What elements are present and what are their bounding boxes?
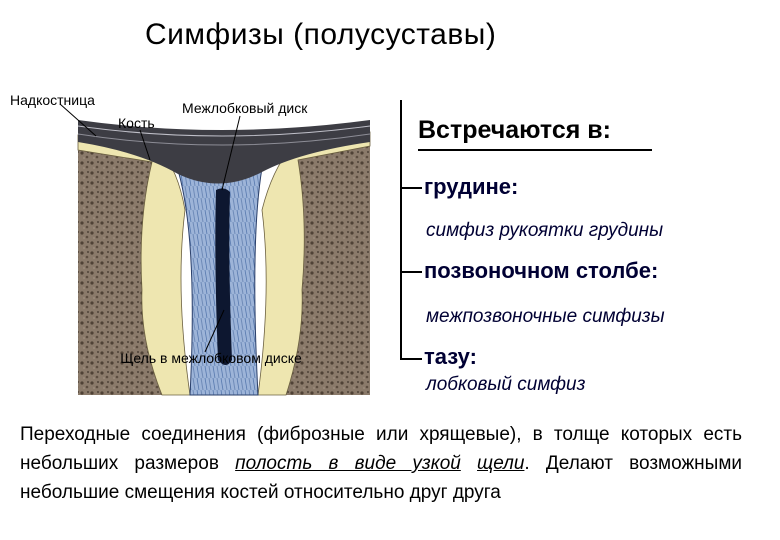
left-cartilage xyxy=(77,134,191,396)
heading-underline xyxy=(418,149,652,151)
example-pelvis: лобковый симфиз xyxy=(426,374,586,395)
occurrence-panel: Встречаются в: грудине: симфиз рукоятки … xyxy=(380,100,780,410)
symphysis-illustration: Надкостница Кость Межлобковый диск Щель … xyxy=(0,90,380,400)
example-spine: межпозвоночные симфизы xyxy=(426,306,665,327)
description-cavity: полость в виде узкой xyxy=(235,453,461,474)
periosteum-band xyxy=(78,120,370,184)
label-bone: Кость xyxy=(118,115,155,131)
occurrence-heading: Встречаются в: xyxy=(418,116,611,144)
tree-branch-2 xyxy=(400,271,422,273)
tree-branch-3 xyxy=(400,358,422,360)
symphysis-diagram xyxy=(59,103,371,396)
location-pelvis: тазу: xyxy=(424,344,477,369)
location-spine: позвоночном столбе: xyxy=(424,258,659,283)
cleft xyxy=(215,188,232,365)
description-paragraph: Переходные соединения (фиброзные или хря… xyxy=(20,420,742,507)
location-sternum: грудине: xyxy=(424,174,519,199)
right-cartilage xyxy=(257,131,371,396)
description-text-1: Переходные соединения (фиброзные или хря… xyxy=(20,424,742,474)
description-text-2: . Делают возможными небольшие смещения к… xyxy=(20,453,742,503)
label-gap: Щель в межлобковом диске xyxy=(120,350,302,366)
tree-vertical-line xyxy=(400,100,402,360)
example-sternum: симфиз рукоятки грудины xyxy=(426,220,664,241)
page-title: Симфизы (полусуставы) xyxy=(145,18,497,51)
label-disc: Межлобковый диск xyxy=(182,100,308,116)
tree-branch-1 xyxy=(400,187,422,189)
description-cleft: щели xyxy=(477,453,525,474)
label-periosteum: Надкостница xyxy=(10,92,95,108)
